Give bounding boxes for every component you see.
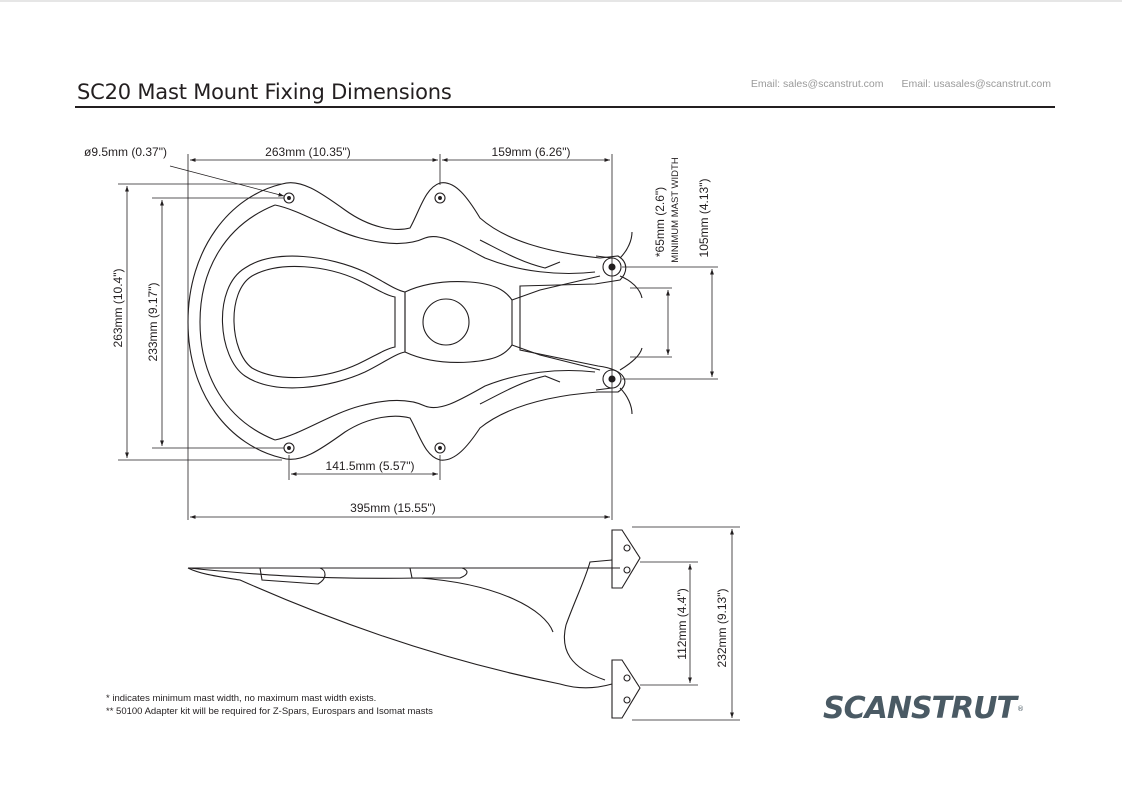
top-border xyxy=(0,0,1122,2)
cradle-recess xyxy=(221,255,406,389)
label-side-pivot-height: 112mm (4.4") xyxy=(675,588,689,659)
side-profile-arm xyxy=(563,559,613,681)
label-overall-length: 395mm (15.55") xyxy=(350,501,436,515)
scanstrut-logo: SCANSTRUT® xyxy=(823,691,1024,726)
arm-bend-bottom xyxy=(479,375,561,405)
label-side-overall-height: 232mm (9.13") xyxy=(715,589,729,668)
sales-email[interactable]: Email: sales@scanstrut.com xyxy=(750,78,884,90)
side-recess-1 xyxy=(259,567,326,585)
footnote-1: * indicates minimum mast width, no maxim… xyxy=(106,693,377,704)
top-view xyxy=(187,182,643,461)
label-hole-diameter: ø9.5mm (0.37") xyxy=(84,145,167,159)
logo-text: SCANSTRUT xyxy=(823,691,1017,726)
side-view xyxy=(187,529,641,719)
contact-emails: Email: sales@scanstrut.com Email: usasal… xyxy=(751,78,1051,90)
registered-mark: ® xyxy=(1016,705,1024,713)
jaw-bottom xyxy=(595,347,643,415)
label-pivot-span: 105mm (4.13") xyxy=(697,179,711,258)
side-profile-upper xyxy=(187,567,554,633)
arm-bend-top xyxy=(479,239,561,269)
dimension-lines-side xyxy=(632,526,740,721)
cradle-inner xyxy=(233,265,396,379)
side-recess-2 xyxy=(409,567,468,579)
side-bracket-bottom xyxy=(611,659,641,719)
usa-sales-email[interactable]: Email: usasales@scanstrut.com xyxy=(901,78,1051,90)
mount-rim xyxy=(199,204,276,441)
mount-inner-flange xyxy=(274,204,596,441)
footnote-2: ** 50100 Adapter kit will be required fo… xyxy=(106,706,433,717)
label-hole-to-end: 159mm (6.26") xyxy=(492,145,571,159)
upper-arm xyxy=(511,275,601,371)
label-hole-span-vertical: 233mm (9.17") xyxy=(146,283,160,362)
label-hole-span-bottom: 141.5mm (5.57") xyxy=(326,459,415,473)
central-boss xyxy=(404,281,513,363)
jaw-top xyxy=(595,231,643,299)
label-min-mast-width: MINIMUM MAST WIDTH xyxy=(670,157,681,263)
header-rule xyxy=(75,106,1055,108)
label-hole-span-top: 263mm (10.35") xyxy=(265,145,351,159)
dimension-lines-top xyxy=(118,154,718,520)
side-bracket-top xyxy=(611,529,641,589)
footnotes: * indicates minimum mast width, no maxim… xyxy=(106,692,433,718)
label-overall-width: 263mm (10.4") xyxy=(111,269,125,348)
fixing-hole-2 xyxy=(434,192,446,204)
mount-outer-outline xyxy=(187,182,627,461)
central-bolt xyxy=(422,298,470,346)
label-min-mast-gap: *65mm (2.6") xyxy=(653,187,667,257)
page-title: SC20 Mast Mount Fixing Dimensions xyxy=(77,80,452,104)
side-profile-base xyxy=(187,567,620,689)
fixing-hole-4 xyxy=(434,442,446,454)
